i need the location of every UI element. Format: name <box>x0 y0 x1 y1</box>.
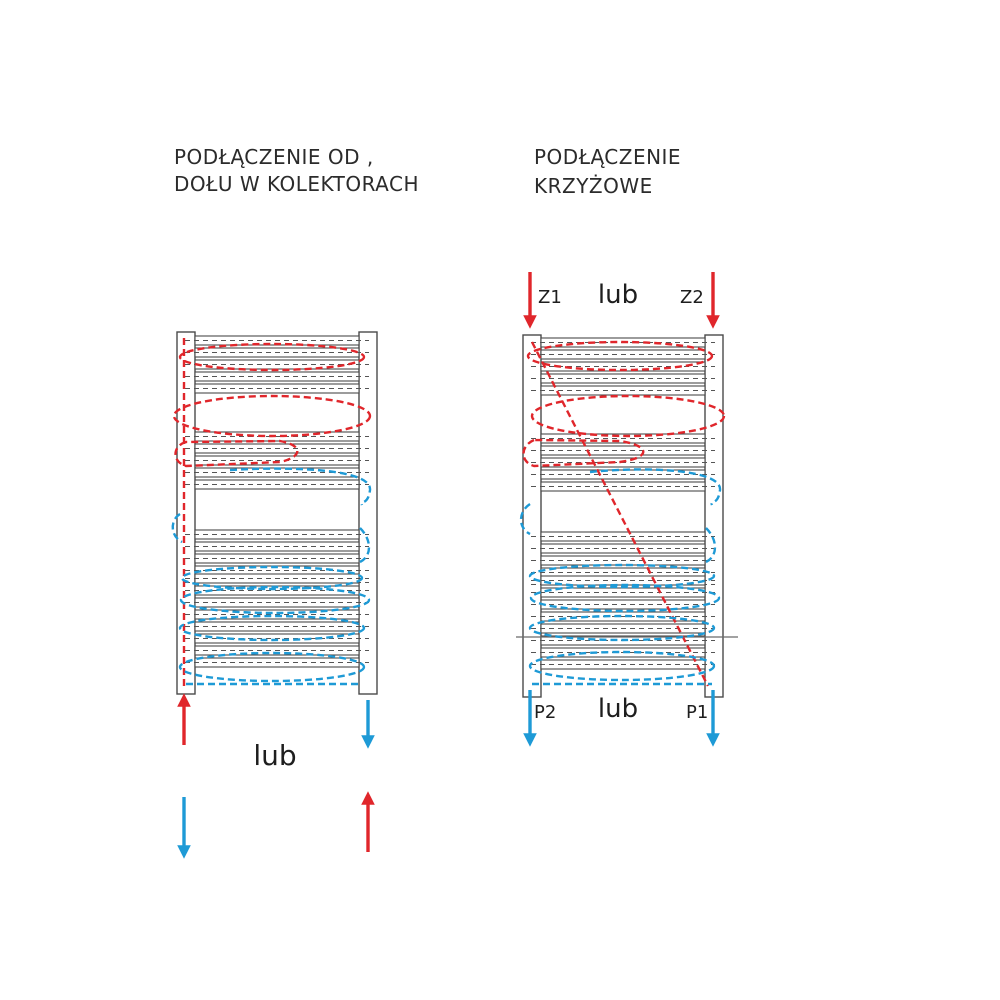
right-diagonal-flow <box>530 341 710 687</box>
radiator-post-right <box>358 331 378 695</box>
left-title-line2: DOŁU W KOLEKTORACH <box>174 172 419 196</box>
left-cold-loop-5 <box>179 585 371 615</box>
radiator-post-right <box>704 334 724 698</box>
right-radiator <box>522 334 724 698</box>
right-cold-loop-4 <box>528 563 716 589</box>
right-cold-loop-5 <box>529 583 721 613</box>
right-cold-loop-3 <box>705 527 717 564</box>
right-cold-loop-1 <box>589 468 722 506</box>
right-hot-loop-2 <box>530 394 726 438</box>
left-title-line1: PODŁĄCZENIE OD , <box>174 145 374 169</box>
radiator-post-left <box>176 331 196 695</box>
left-flow-lines <box>171 338 372 690</box>
left-hot-loop-1 <box>178 342 366 372</box>
left-cold-loop-1 <box>229 467 372 506</box>
label-z2: Z2 <box>680 287 704 308</box>
right-arrows <box>523 272 720 747</box>
right-cold-loop-6 <box>528 614 716 642</box>
left-cold-loop-2 <box>171 512 183 544</box>
right-bottom-or-label: lub <box>598 694 638 724</box>
radiator-post-left <box>522 334 542 698</box>
left-cold-loop-6 <box>178 614 366 642</box>
left-hot-loop-3 <box>174 439 299 468</box>
right-hot-loop-3 <box>522 438 645 468</box>
left-hot-loop-2 <box>172 394 372 438</box>
right-hot-loop-1 <box>526 340 714 372</box>
right-top-or-label: lub <box>598 280 638 310</box>
left-arrows <box>177 693 375 859</box>
right-cold-loop-7 <box>528 650 716 682</box>
label-z1: Z1 <box>538 287 562 308</box>
right-cold-loop-2 <box>519 503 531 536</box>
label-p1: P1 <box>686 702 708 723</box>
right-title-line1: PODŁĄCZENIE <box>534 145 682 169</box>
right-title-line2: KRZYŻOWE <box>534 174 653 198</box>
label-p2: P2 <box>534 702 556 723</box>
left-cold-loop-4 <box>180 565 364 591</box>
left-cold-loop-3 <box>359 527 371 564</box>
right-flow-lines <box>519 340 726 687</box>
left-or-label: lub <box>253 739 296 772</box>
left-cold-loop-7 <box>178 651 366 683</box>
